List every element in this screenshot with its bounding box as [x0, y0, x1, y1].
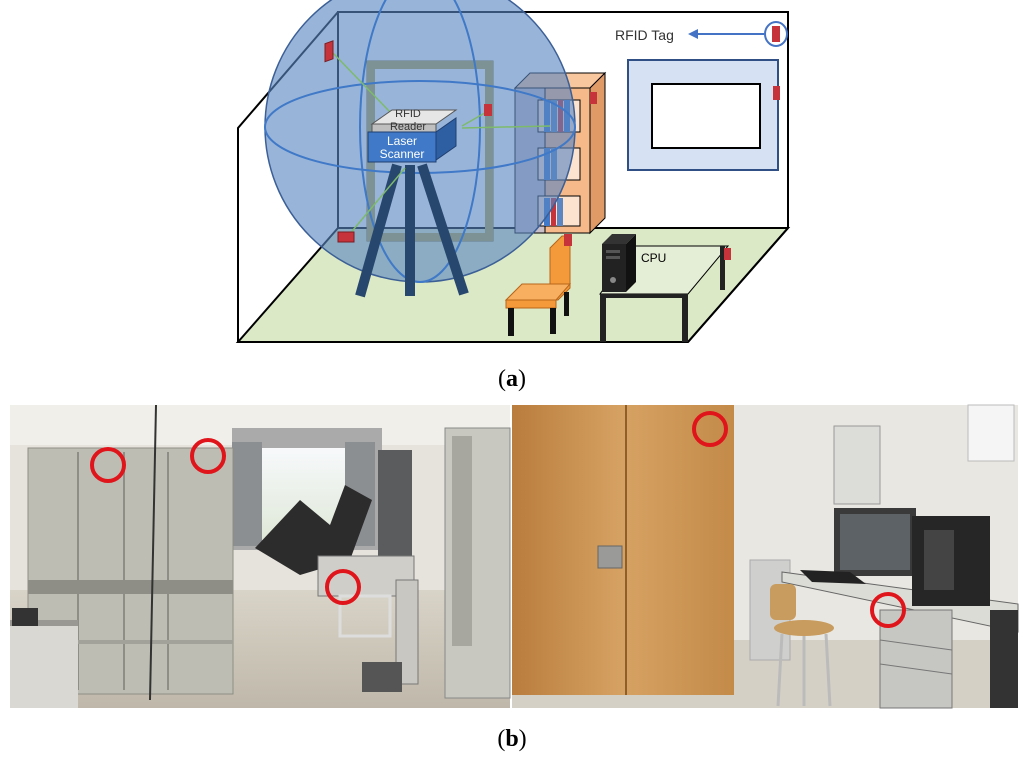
cpu-tower — [602, 234, 636, 292]
wall-monitor — [627, 59, 780, 171]
laser-scanner-label-1: Laser — [387, 134, 417, 148]
caption-b-close: ) — [518, 726, 527, 752]
caption-b-open: ( — [497, 726, 506, 752]
shelf-tag-icon — [590, 92, 597, 104]
desk-tag-icon — [724, 248, 731, 260]
caption-b-letter: b — [505, 726, 519, 752]
caption-b: (b) — [462, 726, 562, 753]
rfid-reader-label-1: RFID — [395, 108, 421, 120]
rfid-reader-label-2: Reader — [390, 121, 426, 133]
caption-a-close: ) — [518, 366, 526, 392]
tag-floor-icon — [337, 231, 355, 243]
caption-a-letter: a — [506, 366, 518, 392]
tag-door-icon — [484, 104, 492, 116]
chair-tag-icon — [564, 234, 572, 246]
rfid-tag-label: RFID Tag — [615, 27, 674, 43]
chair — [504, 234, 572, 336]
room-right-edge — [687, 227, 789, 343]
caption-a-open: ( — [498, 366, 506, 392]
tag-left-wall-icon — [324, 40, 334, 63]
tripod — [355, 163, 469, 298]
caption-a: (a) — [462, 366, 562, 393]
laser-scanner — [367, 117, 457, 163]
rfid-tag-callout — [688, 21, 788, 47]
laser-scanner-label-2: Scanner — [380, 147, 425, 161]
rfid-reader — [370, 109, 458, 133]
cpu-label: CPU — [641, 251, 666, 265]
arrow-left-icon — [688, 29, 698, 39]
monitor-tag-icon — [773, 86, 780, 100]
